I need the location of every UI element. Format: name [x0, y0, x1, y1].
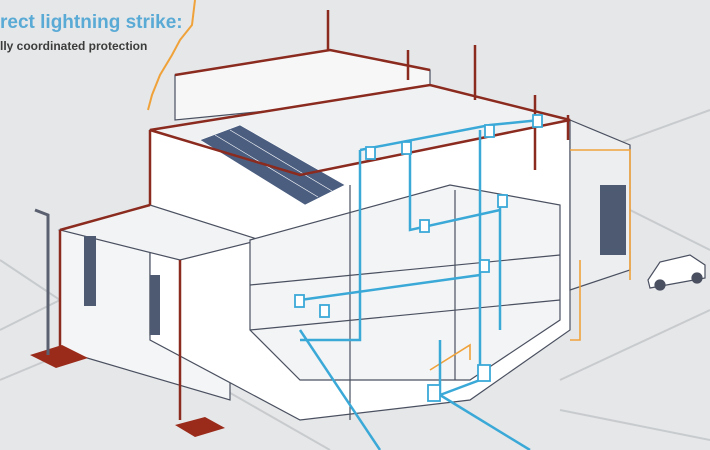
solar-panels — [199, 124, 346, 206]
street-lamp — [34, 208, 50, 355]
lightning-protection-system — [58, 10, 571, 420]
surge-protection-devices — [294, 114, 543, 402]
lightning-bolt — [147, 0, 196, 111]
heading-subtitle: lly coordinated protection — [0, 39, 148, 53]
earthing-plate-right — [175, 417, 225, 437]
heading-title: rect lightning strike: — [0, 12, 183, 33]
earthing-plates — [30, 345, 225, 437]
data-network-lines — [298, 118, 541, 450]
windows — [84, 185, 626, 335]
earthing-plate-left — [30, 345, 88, 368]
car — [647, 254, 706, 291]
building — [57, 49, 631, 421]
equipotential-lines — [429, 149, 631, 371]
